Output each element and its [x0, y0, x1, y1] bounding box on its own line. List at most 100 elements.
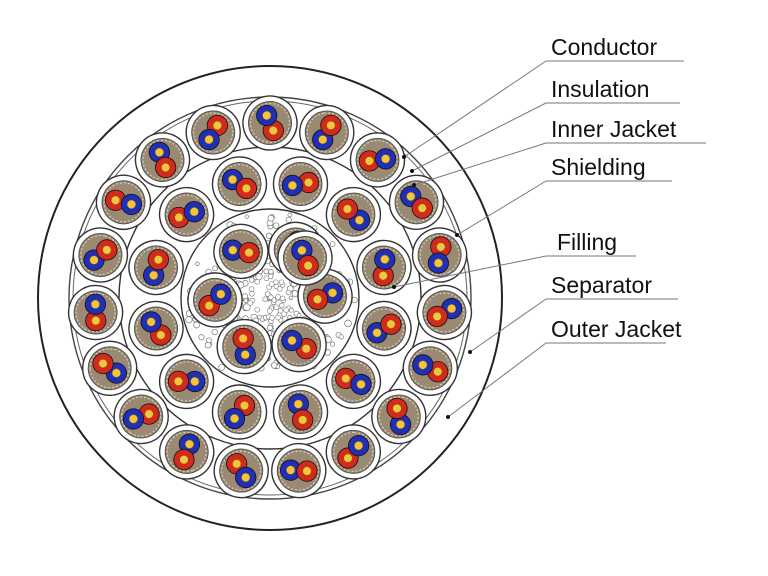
twisted-pair [72, 227, 129, 283]
conductor-core [378, 271, 388, 281]
conductor-core [184, 439, 194, 449]
filling-strand [285, 289, 292, 296]
filling-strand [277, 286, 283, 292]
conductor-core [341, 373, 351, 383]
pair-shield-braid [396, 182, 437, 223]
conductor-core [287, 180, 297, 191]
label-separator: Separator [551, 272, 652, 298]
filling-strand [278, 302, 285, 309]
filling-strand [271, 362, 278, 369]
twisted-pair [272, 384, 329, 440]
conductor-core [91, 316, 101, 326]
conductor-core [418, 360, 428, 370]
conductor-core [298, 415, 308, 425]
conductor-core [111, 368, 121, 378]
pair-shield-braid [304, 276, 346, 317]
filling-strand [267, 214, 275, 222]
conductor-core [318, 135, 328, 145]
conductor-core [90, 299, 100, 309]
twisted-pair [297, 268, 353, 324]
conductor-core [342, 204, 352, 214]
conductor-core [153, 255, 163, 265]
conductor-core [392, 403, 402, 414]
leader-dot [468, 350, 472, 354]
pair-shield-braid [357, 139, 398, 180]
leader-line [393, 255, 547, 288]
conductor-core [212, 120, 222, 130]
conductor-core [301, 344, 311, 354]
twisted-pair [158, 424, 215, 480]
filling-strand [264, 291, 271, 297]
conductor-core [179, 455, 189, 465]
twisted-pair [242, 95, 298, 151]
conductor-core [126, 199, 136, 209]
filling-strand [273, 304, 280, 310]
pair-shield-braid [249, 102, 291, 144]
twisted-pair [113, 388, 169, 445]
conductor-core [241, 472, 251, 482]
conductor-core [144, 409, 154, 419]
conductor-core [381, 154, 391, 164]
label-conductor: Conductor [551, 34, 657, 60]
conductor-core [447, 304, 457, 314]
leader-dot [392, 285, 396, 289]
pair-shield-braid [121, 396, 162, 437]
filling-strand [248, 286, 255, 292]
conductor-core [204, 135, 214, 145]
leader-line [413, 142, 547, 186]
pair-shield-braid [410, 348, 451, 389]
twisted-pair [95, 174, 152, 231]
pair-shield-braid [363, 247, 405, 288]
conductor-core [241, 183, 251, 193]
pair-shield-braid [75, 292, 116, 333]
conductor-core [293, 399, 303, 409]
filling-strand [211, 328, 218, 336]
conductor-core [326, 120, 336, 130]
filling-strand [288, 307, 294, 313]
pair-shield-braid [279, 324, 320, 365]
filling-strand [344, 319, 352, 328]
filling-strand [288, 295, 294, 300]
filling-strand [285, 216, 292, 223]
filling-strand [193, 321, 200, 329]
twisted-pair [356, 300, 412, 357]
pair-shield-braid [280, 391, 321, 433]
filling-strand [185, 316, 193, 324]
filling-strand [275, 294, 281, 300]
twisted-pair [271, 442, 327, 499]
conductor-core [433, 367, 443, 377]
conductor-core [111, 195, 121, 205]
filling-strand [243, 303, 251, 311]
pair-shield-braid [333, 431, 374, 472]
leader-dot [412, 183, 416, 187]
conductor-core [161, 162, 171, 173]
conductor-core [190, 376, 200, 387]
pair-shield-braid [166, 431, 207, 472]
twisted-pair [411, 227, 468, 283]
twisted-pair [349, 132, 406, 188]
conductor-core [239, 400, 250, 411]
leader-line [411, 102, 547, 172]
conductor-core [433, 258, 443, 268]
pair-shield-braid [306, 112, 347, 153]
leader-dot [455, 233, 459, 237]
twisted-pair [134, 132, 191, 188]
pair-shield-braid [135, 247, 177, 288]
conductor-core [304, 177, 314, 188]
conductor-core [102, 245, 112, 255]
twisted-pair [272, 156, 329, 212]
label-insulation: Insulation [551, 76, 649, 102]
twisted-pair [187, 272, 243, 328]
twisted-pair [128, 239, 184, 296]
pair-shield-braid [378, 396, 419, 437]
conductor-core [386, 319, 396, 329]
pair-shield-braid [363, 308, 405, 349]
twisted-pair [211, 384, 268, 440]
pair-shield-braid [135, 308, 177, 349]
filling-strand [263, 275, 270, 282]
conductor-core [287, 336, 297, 346]
label-inner-jacket: Inner Jacket [551, 116, 677, 142]
filling-strand [287, 212, 293, 218]
twisted-pair [277, 230, 333, 286]
